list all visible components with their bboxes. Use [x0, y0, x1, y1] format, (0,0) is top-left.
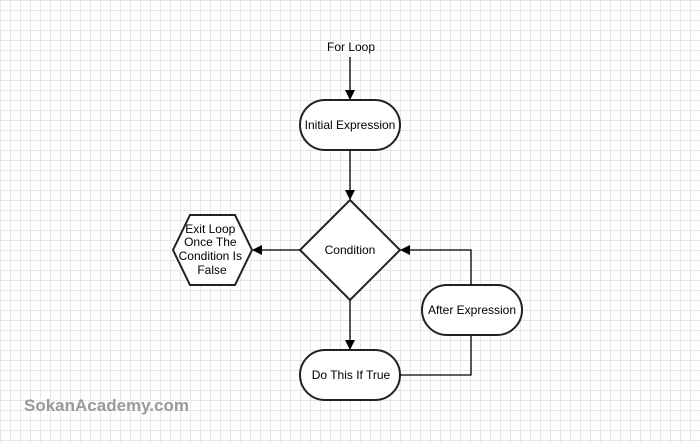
after-expression-label: After Expression	[428, 303, 516, 317]
connector-do-this-to-after	[400, 335, 472, 376]
start-label: For Loop	[327, 40, 375, 54]
initial-expression-label: Initial Expression	[305, 118, 396, 132]
condition-label: Condition	[325, 243, 376, 257]
do-this-label: Do This If True	[312, 368, 391, 382]
exit-loop-label: Exit Loop Once The Condition Is False	[179, 222, 246, 277]
after-expression-node[interactable]	[421, 284, 523, 336]
exit-loop-node[interactable]	[171, 214, 254, 286]
watermark: SokanAcademy.com	[24, 396, 190, 415]
arrow-after-to-condition	[400, 245, 472, 285]
